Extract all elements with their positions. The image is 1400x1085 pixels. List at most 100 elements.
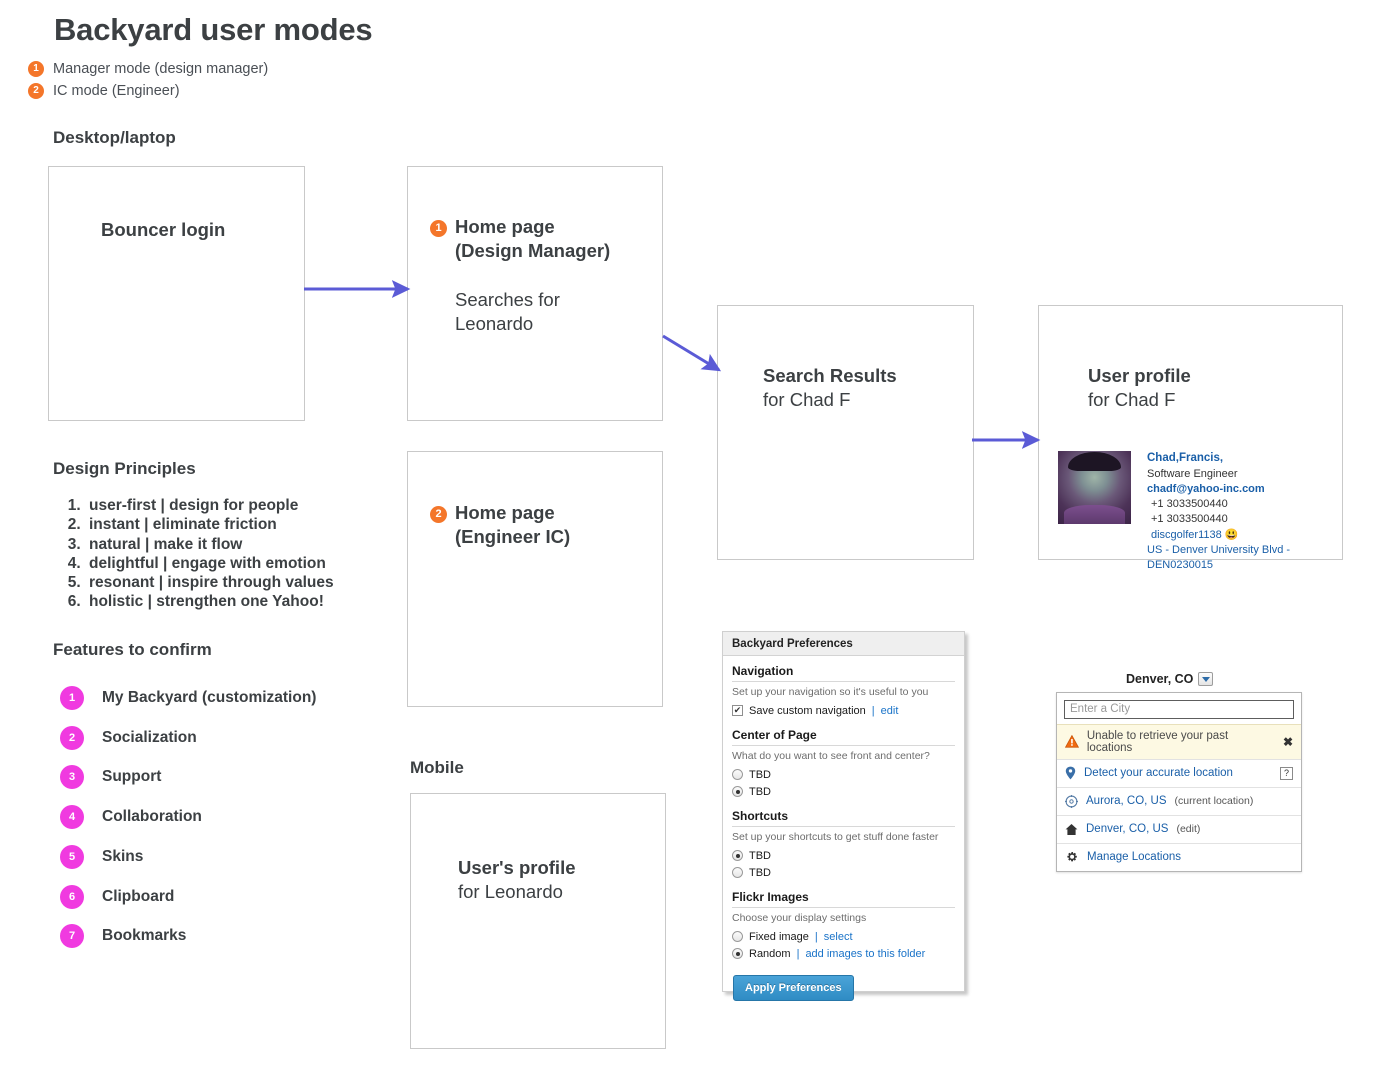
principle-item: natural | make it flow <box>85 535 334 554</box>
feature-number-badge: 7 <box>60 924 84 948</box>
close-icon[interactable]: ✖ <box>1282 734 1293 749</box>
feature-label: Skins <box>102 848 144 865</box>
divider <box>732 907 955 908</box>
compass-icon <box>1065 794 1078 808</box>
flickr-add-images-link[interactable]: add images to this folder <box>805 947 926 960</box>
feature-label: Clipboard <box>102 888 175 905</box>
manage-locations-link[interactable]: Manage Locations <box>1087 851 1181 863</box>
flowbox-mobile-profile-sub: for Leonardo <box>458 880 563 902</box>
profile-messenger-id: discgolfer1138 <box>1151 528 1222 541</box>
features-heading: Features to confirm <box>53 640 212 659</box>
preferences-shortcuts-desc: Set up your shortcuts to get stuff done … <box>732 831 939 843</box>
shortcut-option-row[interactable]: TBD <box>732 847 955 864</box>
location-link[interactable]: Denver, CO, US <box>1086 823 1169 835</box>
detect-location-link[interactable]: Detect your accurate location <box>1084 767 1233 779</box>
smiley-icon: 😃 <box>1224 528 1239 541</box>
flowbox-search-results[interactable]: Search Results for Chad F <box>717 305 974 560</box>
flowbox-home-ic-title-line1: Home page <box>455 502 555 523</box>
radio-icon[interactable] <box>732 867 743 878</box>
feature-number-badge: 1 <box>60 686 84 710</box>
backyard-preferences-panel: Backyard Preferences Navigation Set up y… <box>722 631 965 1001</box>
flowbox-search-results-sub: for Chad F <box>763 388 851 410</box>
profile-messenger-row[interactable]: discgolfer1138 😃 <box>1147 528 1342 543</box>
profile-details: Chad,Francis, Software Engineer chadf@ya… <box>1147 451 1342 573</box>
radio-icon[interactable] <box>732 786 743 797</box>
feature-item-clipboard[interactable]: 6 Clipboard <box>60 885 174 909</box>
city-search-input[interactable] <box>1064 699 1294 719</box>
mode-number-badge: 2 <box>28 83 44 99</box>
mode-item-ic: 2 IC mode (Engineer) <box>28 80 268 102</box>
feature-number-badge: 6 <box>60 885 84 909</box>
design-principles-heading: Design Principles <box>53 459 196 478</box>
flickr-random-row[interactable]: Random | add images to this folder <box>732 945 955 962</box>
flowbox-home-ic[interactable]: 2 Home page (Engineer IC) <box>407 451 663 707</box>
save-custom-navigation-row[interactable]: ✔ Save custom navigation | edit <box>732 702 955 719</box>
chevron-down-icon[interactable] <box>1198 672 1214 686</box>
principle-item: resonant | inspire through values <box>85 573 334 592</box>
navigation-edit-link[interactable]: edit <box>880 704 899 717</box>
feature-item-skins[interactable]: 5 Skins <box>60 845 143 869</box>
feature-item-collaboration[interactable]: 4 Collaboration <box>60 805 202 829</box>
help-icon[interactable]: ? <box>1280 766 1293 780</box>
radio-icon[interactable] <box>732 769 743 780</box>
feature-item-my-backyard[interactable]: 1 My Backyard (customization) <box>60 686 316 710</box>
separator: | <box>871 704 875 717</box>
location-row-aurora[interactable]: Aurora, CO, US (current location) <box>1057 786 1301 815</box>
mode-list: 1 Manager mode (design manager) 2 IC mod… <box>28 58 268 102</box>
principle-item: delightful | engage with emotion <box>85 554 334 573</box>
flowbox-user-profile[interactable]: User profile for Chad F Chad,Francis, So… <box>1038 305 1343 571</box>
location-row-manage[interactable]: Manage Locations <box>1057 842 1301 871</box>
profile-role: Software Engineer <box>1147 467 1238 480</box>
flowbox-home-manager-title-line2: (Design Manager) <box>455 239 611 261</box>
checkbox-icon[interactable]: ✔ <box>732 705 743 716</box>
shortcut-option-label: TBD <box>749 866 771 879</box>
location-link[interactable]: Aurora, CO, US <box>1086 795 1167 807</box>
feature-label: Socialization <box>102 729 197 746</box>
profile-location: US - Denver University Blvd - DEN0230015 <box>1147 543 1291 571</box>
feature-item-socialization[interactable]: 2 Socialization <box>60 726 197 750</box>
location-selector-trigger[interactable]: Denver, CO <box>1126 672 1214 686</box>
profile-email[interactable]: chadf@yahoo-inc.com <box>1147 483 1265 496</box>
mode-item-label: IC mode (Engineer) <box>53 83 180 99</box>
mode-number-badge: 1 <box>28 61 44 77</box>
preferences-shortcuts-title: Shortcuts <box>732 809 789 823</box>
warning-icon <box>1065 735 1079 748</box>
detect-location-row[interactable]: Detect your accurate location ? <box>1057 758 1301 787</box>
flickr-option-label: Fixed image <box>749 930 809 943</box>
center-option-row[interactable]: TBD <box>732 783 955 800</box>
arrow-home-to-search <box>662 334 722 372</box>
home-icon <box>1065 823 1078 835</box>
feature-label: Support <box>102 768 162 785</box>
radio-icon[interactable] <box>732 931 743 942</box>
apply-preferences-button[interactable]: Apply Preferences <box>733 975 854 1001</box>
feature-label: Collaboration <box>102 808 202 825</box>
flickr-select-link[interactable]: select <box>823 930 853 943</box>
feature-item-support[interactable]: 3 Support <box>60 765 161 789</box>
flowbox-home-ic-title-line2: (Engineer IC) <box>455 525 571 547</box>
feature-label: My Backyard (customization) <box>102 689 317 706</box>
flickr-fixed-image-row[interactable]: Fixed image | select <box>732 928 955 945</box>
preferences-panel-header: Backyard Preferences <box>723 632 964 656</box>
center-option-row[interactable]: TBD <box>732 766 955 783</box>
feature-number-badge: 5 <box>60 845 84 869</box>
location-row-denver[interactable]: Denver, CO, US (edit) <box>1057 814 1301 843</box>
flowbox-bouncer-login[interactable]: Bouncer login <box>48 166 305 421</box>
preferences-center-title: Center of Page <box>732 728 817 742</box>
flowbox-number-badge: 2 <box>430 506 447 523</box>
location-trigger-label: Denver, CO <box>1126 672 1194 686</box>
feature-item-bookmarks[interactable]: 7 Bookmarks <box>60 924 186 948</box>
mode-item-manager: 1 Manager mode (design manager) <box>28 58 268 80</box>
design-principles-list: user-first | design for people instant |… <box>53 496 334 612</box>
center-option-label: TBD <box>749 785 771 798</box>
profile-name: Chad,Francis, <box>1147 452 1224 464</box>
flowbox-home-manager-title-line1: Home page <box>455 216 555 237</box>
shortcut-option-row[interactable]: TBD <box>732 864 955 881</box>
preferences-center-desc: What do you want to see front and center… <box>732 750 930 762</box>
divider <box>732 681 955 682</box>
profile-phone-2: +1 3033500440 <box>1151 513 1228 526</box>
radio-icon[interactable] <box>732 948 743 959</box>
flowbox-mobile-profile[interactable]: User's profile for Leonardo <box>410 793 666 1049</box>
radio-icon[interactable] <box>732 850 743 861</box>
